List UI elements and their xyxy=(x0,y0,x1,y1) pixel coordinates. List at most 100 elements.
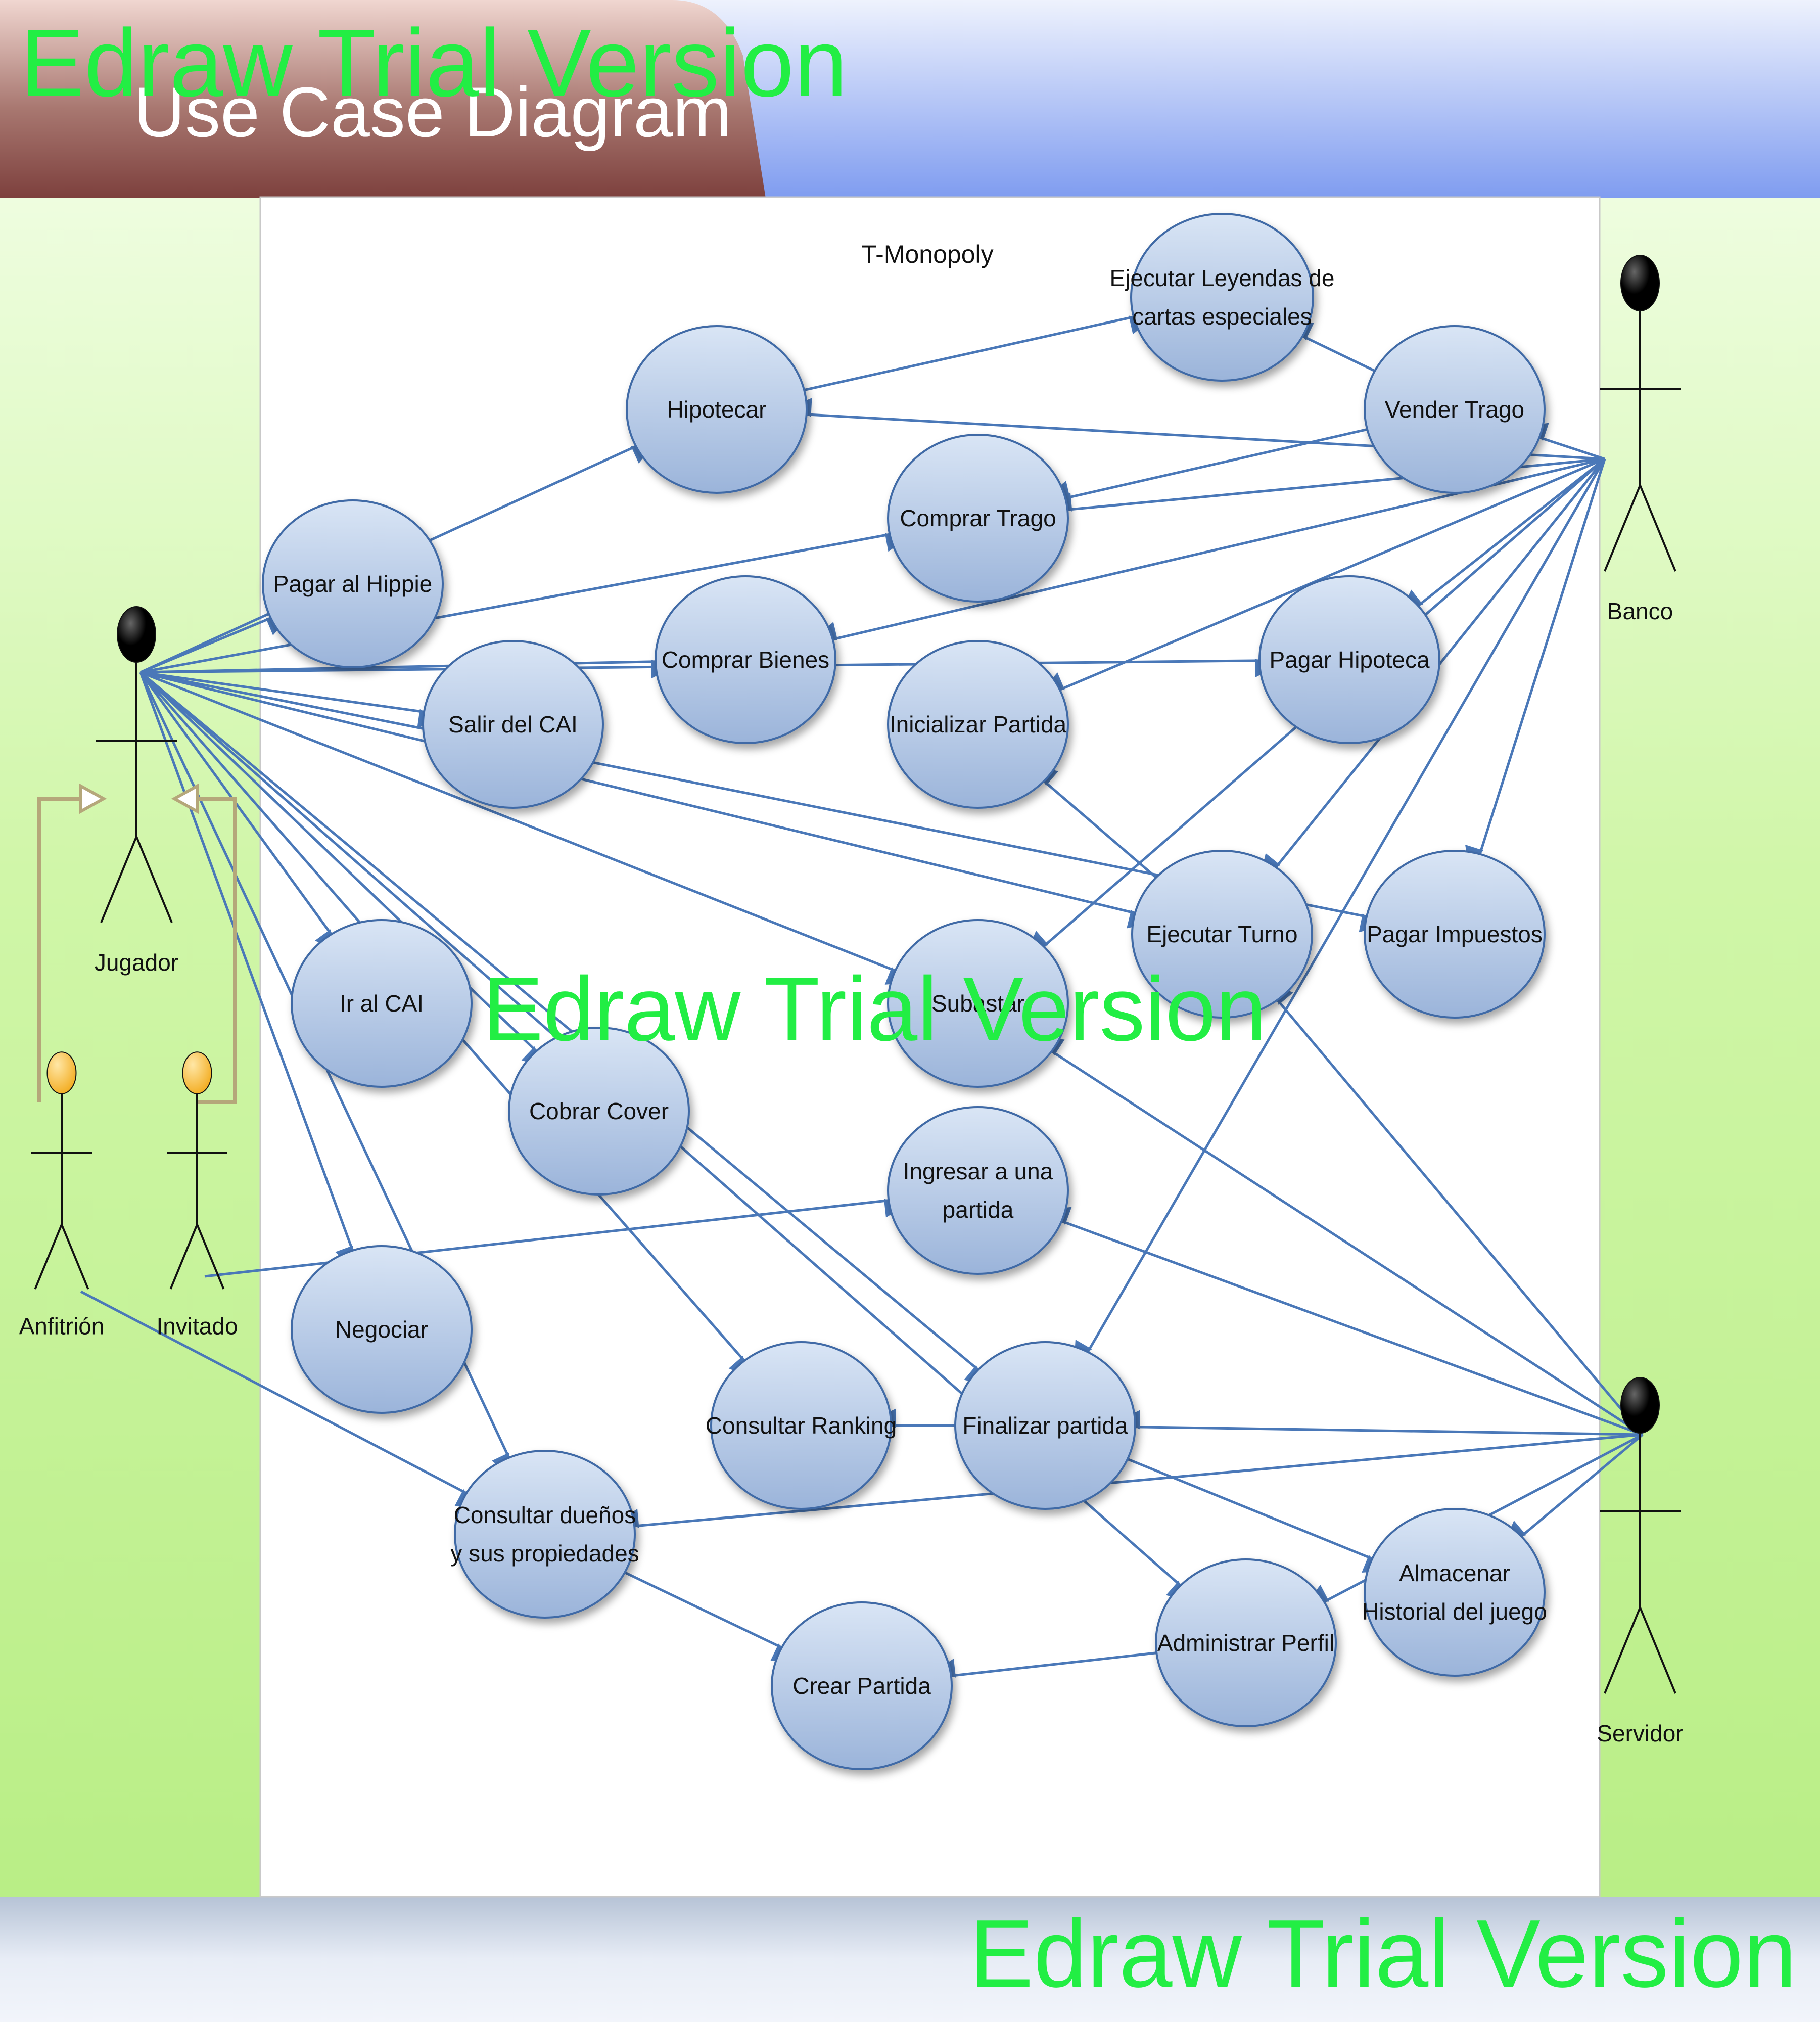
use-case-finalizar-partida[interactable]: Finalizar partida xyxy=(954,1341,1136,1510)
use-case-ejecutar-turno[interactable]: Ejecutar Turno xyxy=(1131,850,1313,1019)
association-consultar_duenos-crear_partida[interactable] xyxy=(624,1571,792,1661)
use-case-pagar-hipoteca[interactable]: Pagar Hipoteca xyxy=(1258,575,1440,744)
association-banco-finalizar_partida[interactable] xyxy=(1074,458,1606,1361)
actor-name: Jugador xyxy=(95,949,178,976)
use-case-label: Ir al CAI xyxy=(340,990,424,1017)
use-case-ellipse xyxy=(508,1027,690,1196)
association-servidor-consultar_duenos[interactable] xyxy=(619,1433,1643,1528)
association-finalizar_partida-almacenar_historial[interactable] xyxy=(1127,1458,1383,1573)
use-case-vender-trago[interactable]: Vender Trago xyxy=(1364,325,1546,494)
generalization-anfitrion-jugador[interactable] xyxy=(37,797,81,1102)
actor-head xyxy=(46,1051,77,1094)
actor-name: Anfitrión xyxy=(19,1313,105,1339)
use-case-ellipse xyxy=(655,575,836,744)
association-vender_trago-comprar_trago[interactable] xyxy=(1049,428,1368,500)
system-name: T-Monopoly xyxy=(861,240,993,268)
association-hipotecar-ejecutar_leyendas[interactable] xyxy=(804,315,1150,392)
actor-anfitrion[interactable]: Anfitrión xyxy=(19,1051,105,1339)
use-case-comprar-bienes[interactable]: Comprar Bienes xyxy=(655,575,836,744)
use-case-cobrar-cover[interactable]: Cobrar Cover xyxy=(508,1027,690,1196)
actor-leg xyxy=(34,1224,63,1290)
use-case-label: Vender Trago xyxy=(1385,396,1524,423)
actor-name: Invitado xyxy=(156,1313,238,1339)
generalization-invitado-jugador[interactable] xyxy=(192,797,237,1104)
actor-invitado[interactable]: Invitado xyxy=(156,1051,238,1339)
use-case-label: Almacenar xyxy=(1399,1560,1510,1586)
use-case-consultar-ranking[interactable]: Consultar Ranking xyxy=(706,1341,897,1510)
use-case-ellipse xyxy=(1155,1558,1337,1727)
actor-name: Servidor xyxy=(1597,1720,1683,1747)
actor-leg xyxy=(1604,1607,1641,1694)
use-case-subastar[interactable]: Subastar xyxy=(887,919,1069,1088)
actor-banco[interactable]: Banco xyxy=(1600,255,1681,624)
association-jugador-comprar_trago[interactable] xyxy=(140,533,906,674)
association-jugador-salir_cai[interactable] xyxy=(140,671,438,728)
association-banco-pagar_impuestos[interactable] xyxy=(1465,458,1606,866)
use-case-label: Pagar Impuestos xyxy=(1367,921,1543,947)
association-servidor-finalizar_partida[interactable] xyxy=(1121,1410,1643,1436)
use-case-administrar-perfil[interactable]: Administrar Perfil xyxy=(1155,1558,1337,1727)
association-anfitrion-consultar_duenos[interactable] xyxy=(80,1290,476,1507)
diagram-title: Use Case Diagram xyxy=(134,72,732,152)
actor-servidor[interactable]: Servidor xyxy=(1597,1377,1684,1747)
use-case-ellipse xyxy=(887,640,1069,809)
use-case-negociar[interactable]: Negociar xyxy=(291,1245,473,1414)
association-jugador-ejecutar_turno[interactable] xyxy=(140,671,1148,929)
use-case-label: partida xyxy=(943,1197,1014,1223)
use-case-ellipse xyxy=(1364,325,1546,494)
association-ejecutar_turno-inicializar_partida[interactable] xyxy=(1038,766,1157,879)
use-case-hipotecar[interactable]: Hipotecar xyxy=(626,325,808,494)
left-side-panel xyxy=(0,198,260,1897)
use-case-label: Historial del juego xyxy=(1362,1598,1547,1625)
actor-leg xyxy=(100,836,137,923)
use-case-crear-partida[interactable]: Crear Partida xyxy=(771,1601,953,1770)
association-servidor-ingresar_partida[interactable] xyxy=(1050,1207,1643,1436)
use-case-label: Pagar Hipoteca xyxy=(1269,647,1429,673)
actor-leg xyxy=(61,1224,89,1290)
association-servidor-subastar[interactable] xyxy=(1043,1037,1644,1436)
association-servidor-almacenar_historial[interactable] xyxy=(1505,1434,1644,1540)
association-servidor-ejecutar_turno[interactable] xyxy=(1273,984,1644,1436)
use-case-label: Hipotecar xyxy=(667,396,767,423)
association-jugador-finalizar_partida[interactable] xyxy=(139,671,985,1385)
association-invitado-ingresar_partida[interactable] xyxy=(204,1199,904,1278)
use-case-pagar-impuestos[interactable]: Pagar Impuestos xyxy=(1364,850,1546,1019)
generalization-triangle xyxy=(171,783,199,814)
association-banco-inicializar_partida[interactable] xyxy=(1043,457,1605,691)
association-jugador-negociar[interactable] xyxy=(139,672,354,1267)
use-case-ellipse xyxy=(887,919,1069,1088)
use-case-ellipse xyxy=(291,1245,473,1414)
actor-leg xyxy=(169,1224,198,1290)
association-jugador-subastar[interactable] xyxy=(140,671,906,985)
association-banco-vender_trago[interactable] xyxy=(1527,423,1605,461)
use-case-comprar-trago[interactable]: Comprar Trago xyxy=(887,434,1069,603)
use-case-inicializar-partida[interactable]: Inicializar Partida xyxy=(887,640,1069,809)
association-banco-pagar_hipoteca[interactable] xyxy=(1402,458,1606,609)
use-case-label: Negociar xyxy=(335,1316,428,1343)
use-case-label: Pagar al Hippie xyxy=(273,571,433,597)
actor-jugador[interactable]: Jugador xyxy=(95,606,178,976)
actor-leg xyxy=(196,1224,225,1290)
use-case-ellipse xyxy=(771,1601,953,1770)
use-case-label: Cobrar Cover xyxy=(529,1098,669,1124)
actor-head xyxy=(182,1051,212,1094)
association-vender_trago-ejecutar_leyendas[interactable] xyxy=(1292,323,1376,373)
generalization-triangle xyxy=(79,783,107,814)
use-case-ellipse xyxy=(1258,575,1440,744)
actor-leg xyxy=(1604,485,1641,572)
actor-head xyxy=(1620,1377,1660,1434)
association-administrar_perfil-crear_partida[interactable] xyxy=(936,1651,1157,1678)
use-case-pagar-hippie[interactable]: Pagar al Hippie xyxy=(262,499,444,668)
use-case-ellipse xyxy=(454,1450,636,1619)
use-case-label: Ejecutar Turno xyxy=(1146,921,1297,947)
use-case-ir-cai[interactable]: Ir al CAI xyxy=(291,919,473,1088)
use-case-salir-cai[interactable]: Salir del CAI xyxy=(422,640,604,809)
use-case-label: y sus propiedades xyxy=(450,1540,639,1567)
footer-band xyxy=(0,1897,1820,2022)
